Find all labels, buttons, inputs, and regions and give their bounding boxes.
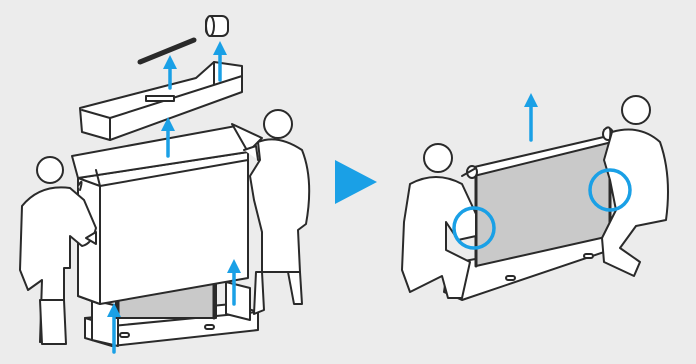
foam-packing-icon	[80, 62, 242, 140]
person-right-icon	[602, 96, 668, 276]
person-left-icon	[402, 144, 476, 298]
step1-panel	[20, 16, 309, 352]
play-triangle-icon	[335, 160, 377, 204]
rod-icon	[140, 40, 194, 62]
step2-panel	[402, 96, 668, 300]
end-cap-icon	[206, 16, 228, 36]
